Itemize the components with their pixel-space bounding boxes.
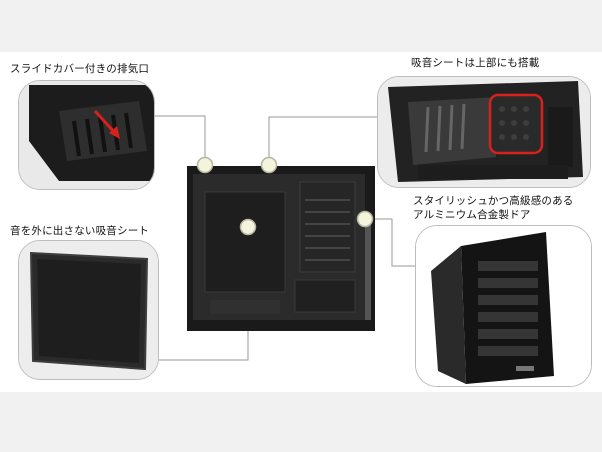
marker-top-foam xyxy=(260,156,278,174)
exhaust-caption: スライドカバー付きの排気口 xyxy=(10,63,150,75)
door-panel xyxy=(415,225,592,387)
door-caption-line1: スタイリッシュかつ高級感のある xyxy=(413,195,574,207)
bottom-band xyxy=(0,392,602,452)
case-open-side-image xyxy=(187,166,375,331)
exhaust-panel xyxy=(18,80,155,190)
side-foam-panel xyxy=(18,240,159,380)
side-foam-caption: 音を外に出さない吸音シート xyxy=(10,225,150,237)
top-foam-panel xyxy=(377,76,591,188)
door-caption-line2: アルミニウム合金製ドア xyxy=(413,209,531,221)
red-arrow-icon xyxy=(93,109,120,139)
marker-door xyxy=(356,210,374,228)
case-door-open-image xyxy=(416,226,591,386)
marker-exhaust xyxy=(196,156,214,174)
case-top-interior-image xyxy=(378,77,590,187)
top-band xyxy=(0,0,602,52)
foam-sheet-image xyxy=(19,241,158,379)
exhaust-vent-image xyxy=(19,81,154,189)
top-foam-caption: 吸音シートは上部にも搭載 xyxy=(411,57,540,69)
marker-side-foam xyxy=(239,218,257,236)
